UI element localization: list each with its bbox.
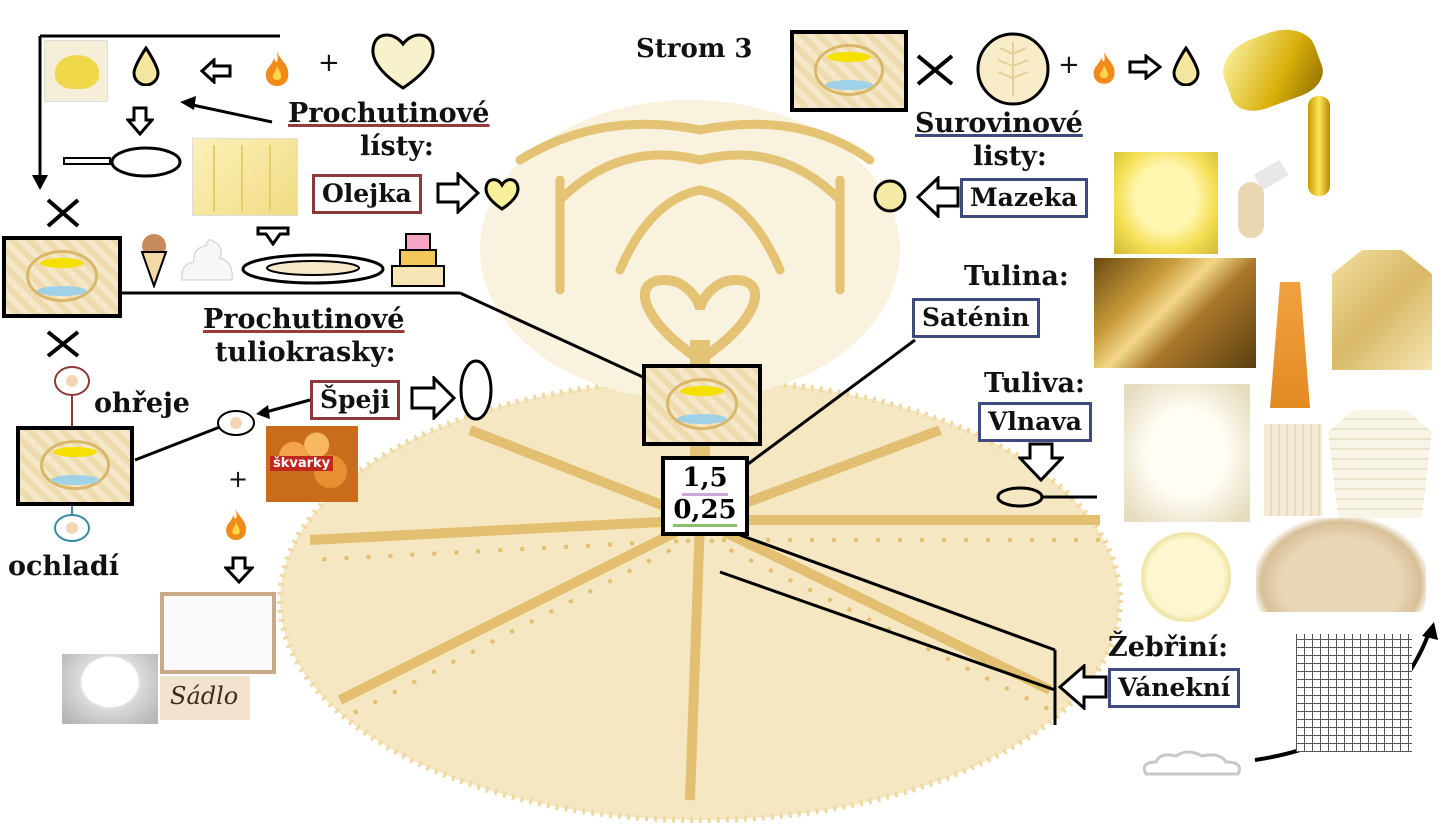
yarn-ball-image <box>1134 532 1238 622</box>
skvarky-image: škvarky <box>266 426 358 502</box>
pan-icon <box>63 146 182 178</box>
red-line <box>71 396 73 438</box>
flame-icon <box>265 52 289 86</box>
blue-line <box>71 506 73 516</box>
bud-marker-top <box>54 366 90 396</box>
tuliokrasky-label: tuliokrasky: <box>215 337 396 368</box>
arrow-down-icon <box>126 106 154 136</box>
satin-shirt-image <box>1332 250 1432 370</box>
flame-icon <box>226 509 247 540</box>
surovinove-listy-label: listy: <box>973 141 1047 172</box>
ohreje-label: ohřeje <box>94 388 190 419</box>
plus-sign: + <box>318 48 340 78</box>
mesh-grid-image <box>1296 634 1412 752</box>
vanekni-box: Vánekní <box>1108 668 1241 708</box>
sadlo-tag: Sádlo <box>160 676 250 720</box>
oval-bud-icon <box>459 359 493 421</box>
cloud-icon <box>1142 750 1241 776</box>
vlnava-box: Vlnava <box>978 402 1092 442</box>
value-top: 1,5 <box>682 464 728 496</box>
arrow-down-icon <box>256 226 290 246</box>
cross-icon <box>46 198 80 228</box>
tree-thumbnail-center <box>642 364 762 446</box>
plus-sign-2: + <box>228 465 249 493</box>
wool-roll-image <box>1124 384 1250 522</box>
bud-marker-bottom <box>54 514 90 542</box>
ochladi-label: ochladí <box>8 551 119 582</box>
knit-cap-image <box>1256 518 1426 612</box>
tuliva-label: Tuliva: <box>984 368 1085 399</box>
satin-fabric-image <box>1094 258 1256 368</box>
arrow-left-icon <box>916 176 960 218</box>
prochutinove-tulio-label: Prochutinové <box>203 304 405 335</box>
ghee-jar-image <box>1114 152 1218 254</box>
speji-box: Špeji <box>310 380 400 420</box>
ice-cream-icon <box>140 234 168 288</box>
prochutinove-listy-label: Prochutinové <box>288 98 490 129</box>
tree-thumbnail-left <box>2 236 122 318</box>
lard-image <box>160 592 276 674</box>
mazeka-box: Mazeka <box>960 178 1088 218</box>
tulina-label: Tulina: <box>964 261 1069 292</box>
olejka-box: Olejka <box>312 174 422 214</box>
drop-icon <box>1172 46 1200 86</box>
arrow-left-icon <box>200 58 232 84</box>
sadlo-label: Sádlo <box>170 682 239 710</box>
tree-thumbnail-top <box>790 30 908 112</box>
plate-icon <box>241 253 385 285</box>
arrow-down-icon <box>1018 442 1064 482</box>
satenin-box: Saténin <box>912 298 1040 338</box>
value-box: 1,5 0,25 <box>661 456 749 536</box>
tree-thumbnail-small <box>16 426 134 506</box>
scarf-image <box>1264 424 1322 516</box>
plus-sign-3: + <box>1058 50 1080 80</box>
arrow-left-icon <box>1058 664 1108 710</box>
cross-icon <box>46 330 80 358</box>
arrow-right-icon <box>1128 54 1162 80</box>
sweater-image <box>1328 410 1432 518</box>
flame-icon <box>1093 52 1115 84</box>
orange-dress-image <box>1262 262 1318 412</box>
surovinove-label: Surovinové <box>915 108 1083 139</box>
cross-icon <box>916 54 954 86</box>
arrow-down-icon <box>224 556 254 584</box>
page-title: Strom 3 <box>636 34 753 64</box>
skvarky-label: škvarky <box>270 456 334 471</box>
value-bottom: 0,25 <box>673 495 737 528</box>
heart-leaf-icon <box>371 33 435 90</box>
circle-icon <box>873 179 907 213</box>
listy-label: lísty: <box>360 131 434 162</box>
heart-icon <box>484 178 520 211</box>
arrow-right-icon <box>436 172 480 214</box>
whipped-cream-icon <box>181 239 233 281</box>
butter-block-image <box>192 138 298 216</box>
cake-icon <box>391 233 445 287</box>
drop-icon <box>132 46 160 86</box>
paste-tube-image <box>1224 159 1296 246</box>
zebrini-label: Žebřiní: <box>1108 632 1229 663</box>
leaf-circle-icon <box>976 32 1050 106</box>
bud-oval-icon <box>217 410 255 436</box>
lard-jar-image <box>62 654 158 724</box>
arrow-right-icon <box>410 376 456 420</box>
butter-dish-image <box>44 40 108 102</box>
